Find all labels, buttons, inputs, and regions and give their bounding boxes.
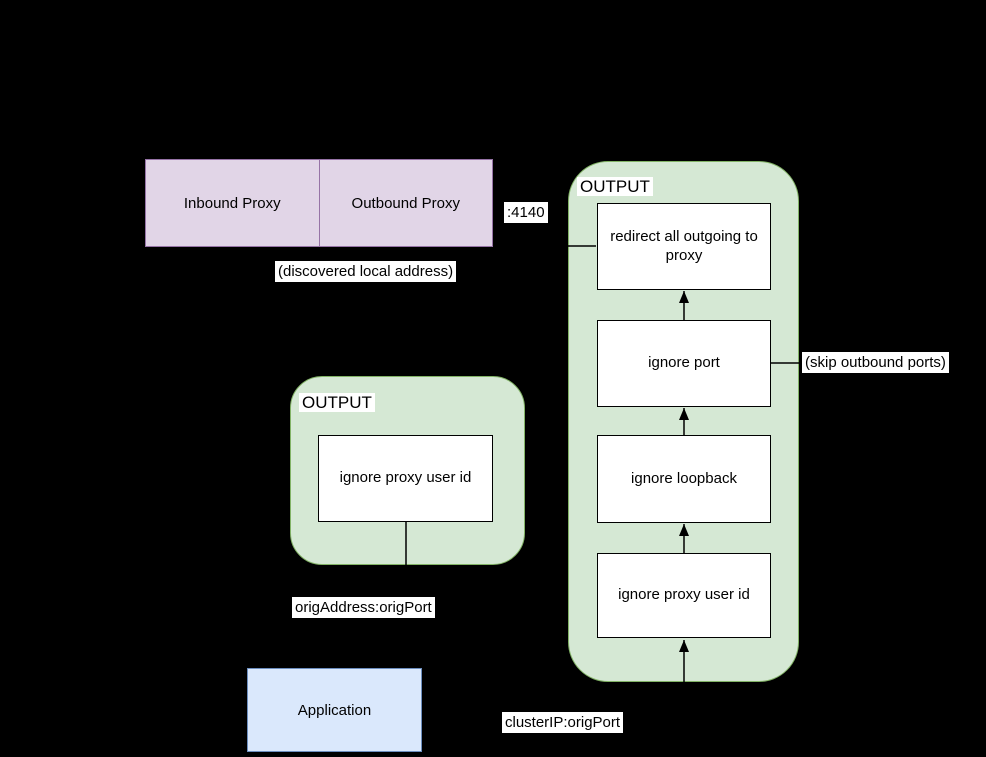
rule-box-ignore-proxy-user-id-left: ignore proxy user id [318,435,493,522]
right-chain-title: OUTPUT [577,177,653,196]
rule-box-redirect-to-proxy: redirect all outgoing to proxy [597,203,771,290]
application-label: Application [297,701,372,719]
rule-box-ignore-port: ignore port [597,320,771,407]
outbound-proxy-cell: Outbound Proxy [320,160,493,246]
application-box: Application [247,668,422,752]
rule-box-ignore-loopback: ignore loopback [597,435,771,523]
edge-label-skip-outbound-ports: (skip outbound ports) [802,352,949,373]
inbound-proxy-cell: Inbound Proxy [146,160,320,246]
edge-label-port-4140: :4140 [504,202,548,223]
outbound-proxy-label: Outbound Proxy [351,194,460,212]
edge-label-cluster-ip-port: clusterIP:origPort [502,712,624,733]
edge-label-orig-address-port: origAddress:origPort [292,597,435,618]
inbound-proxy-label: Inbound Proxy [183,194,281,212]
left-chain-title: OUTPUT [299,393,375,412]
proxy-bar: Inbound Proxy Outbound Proxy [145,159,493,247]
rule-box-ignore-proxy-user-id-right: ignore proxy user id [597,553,771,638]
edge-label-discovered-local-address: (discovered local address) [275,261,457,282]
